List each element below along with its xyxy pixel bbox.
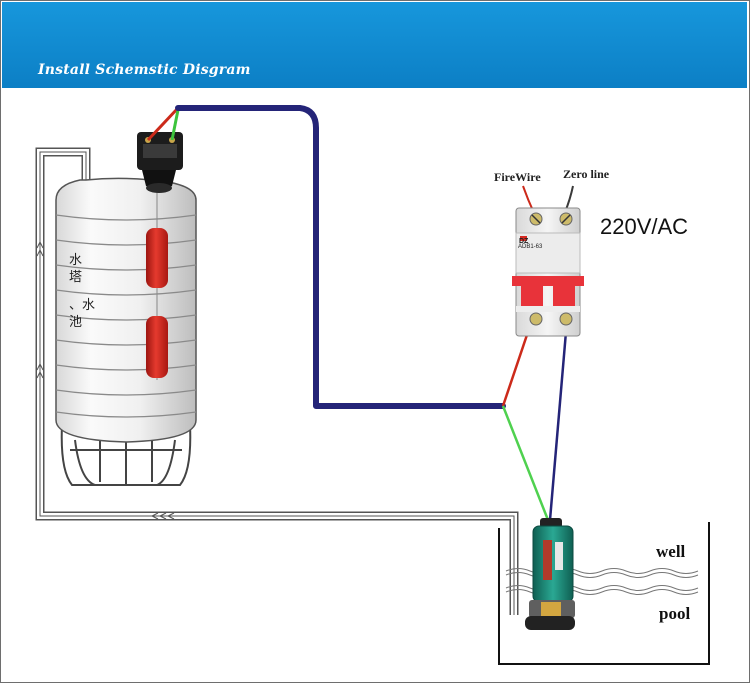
- well-label: well: [656, 542, 686, 561]
- float-switch-icon: [137, 132, 183, 380]
- firewire-label: FireWire: [494, 170, 541, 184]
- voltage-label: 220V/AC: [600, 214, 689, 239]
- tank-label-char: 塔: [69, 270, 83, 285]
- pool-label: pool: [659, 604, 691, 623]
- header-title: Install Schemstic Disgram: [38, 62, 251, 78]
- water-tank-icon: [55, 177, 197, 486]
- tank-label-char: 池: [69, 315, 83, 330]
- pump-wires: [501, 319, 569, 521]
- circuit-breaker-icon: [512, 207, 584, 337]
- tank-label-char: 、水: [69, 298, 96, 313]
- submersible-pump-icon: [525, 518, 575, 630]
- breaker-brand: DZ: [519, 238, 529, 245]
- float-switch-wires: [146, 105, 506, 409]
- header-banner: Install Schemstic Disgram: [2, 2, 747, 88]
- breaker-model: ADB1-63: [518, 244, 543, 250]
- water-pipe: [35, 147, 519, 615]
- tank-label-char: 水: [69, 253, 83, 268]
- zero-line-label: Zero line: [563, 167, 610, 181]
